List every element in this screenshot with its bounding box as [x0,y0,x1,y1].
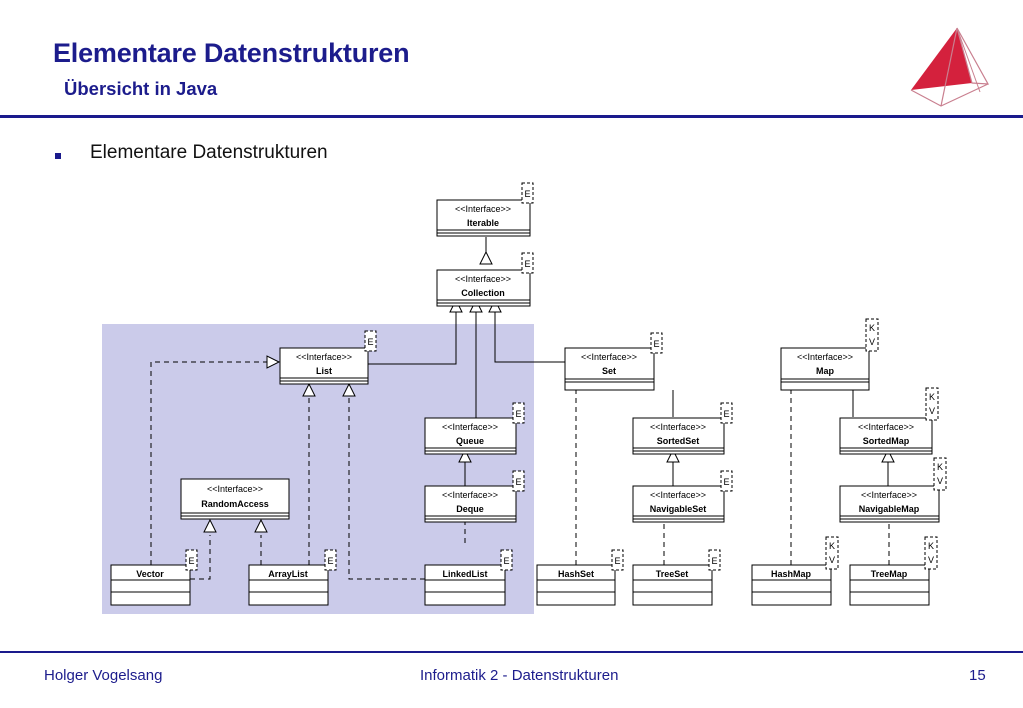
svg-text:TreeMap: TreeMap [871,569,908,579]
svg-text:<<Interface>>: <<Interface>> [455,274,511,284]
svg-text:<<Interface>>: <<Interface>> [207,484,263,494]
svg-text:NavigableSet: NavigableSet [650,504,707,514]
svg-text:SortedMap: SortedMap [863,436,910,446]
svg-text:K: K [929,392,935,402]
footer-course: Informatik 2 - Datenstrukturen [420,667,619,684]
svg-text:V: V [929,406,935,416]
svg-text:<<Interface>>: <<Interface>> [650,422,706,432]
svg-text:E: E [515,477,521,487]
svg-text:E: E [711,556,717,566]
svg-text:Queue: Queue [456,436,484,446]
interface-map: <<Interface>> Map K V [780,318,879,391]
svg-text:SortedSet: SortedSet [657,436,700,446]
svg-text:<<Interface>>: <<Interface>> [858,422,914,432]
interface-navigable-map: <<Interface>> NavigableMap K V [839,457,947,523]
header-divider [0,115,1023,118]
svg-text:E: E [653,339,659,349]
interface-sorted-map: <<Interface>> SortedMap K V [839,387,939,455]
svg-text:V: V [829,555,835,565]
university-logo-icon [910,27,990,107]
svg-text:Set: Set [602,366,616,376]
svg-text:E: E [503,556,509,566]
interface-sorted-set: <<Interface>> SortedSet E [632,402,733,455]
bullet-marker [55,153,61,159]
svg-text:RandomAccess: RandomAccess [201,499,269,509]
svg-text:List: List [316,366,332,376]
svg-text:HashMap: HashMap [771,569,812,579]
svg-text:K: K [829,541,835,551]
svg-text:<<Interface>>: <<Interface>> [442,422,498,432]
interface-set: <<Interface>> Set E [564,332,663,391]
svg-text:E: E [723,477,729,487]
interface-deque: <<Interface>> Deque E [424,470,525,523]
svg-text:Vector: Vector [136,569,164,579]
svg-text:E: E [367,337,373,347]
svg-text:Deque: Deque [456,504,484,514]
svg-text:V: V [937,476,943,486]
svg-text:V: V [869,337,875,347]
footer-divider [0,651,1023,653]
class-linked-list: LinkedList E [424,549,513,606]
svg-text:E: E [524,189,530,199]
svg-text:NavigableMap: NavigableMap [859,504,920,514]
svg-text:<<Interface>>: <<Interface>> [797,352,853,362]
svg-text:E: E [188,556,194,566]
interface-queue: <<Interface>> Queue E [424,402,525,455]
svg-text:<<Interface>>: <<Interface>> [296,352,352,362]
svg-text:V: V [928,555,934,565]
interface-iterable: <<Interface>> Iterable E [436,182,534,237]
interface-collection: <<Interface>> Collection E [436,252,534,307]
svg-text:K: K [937,462,943,472]
class-vector: Vector E [110,549,198,606]
svg-text:K: K [869,323,875,333]
svg-text:E: E [723,409,729,419]
slide-title: Elementare Datenstrukturen [53,38,410,68]
class-array-list: ArrayList E [248,549,337,606]
svg-text:<<Interface>>: <<Interface>> [861,490,917,500]
svg-text:E: E [614,556,620,566]
interface-list: <<Interface>> List E [279,330,377,385]
svg-text:<<Interface>>: <<Interface>> [442,490,498,500]
svg-text:<<Interface>>: <<Interface>> [650,490,706,500]
svg-text:K: K [928,541,934,551]
svg-text:TreeSet: TreeSet [656,569,689,579]
svg-text:E: E [524,259,530,269]
svg-text:ArrayList: ArrayList [268,569,308,579]
svg-text:E: E [515,409,521,419]
class-hash-map: HashMap K V [751,536,839,606]
footer-page-number: 15 [969,667,986,684]
svg-text:E: E [327,556,333,566]
svg-text:<<Interface>>: <<Interface>> [581,352,637,362]
class-tree-set: TreeSet E [632,549,721,606]
interface-random-access: <<Interface>> RandomAccess [180,478,290,520]
svg-text:Collection: Collection [461,288,505,298]
bullet-text: Elementare Datenstrukturen [90,142,328,163]
svg-text:Iterable: Iterable [467,218,499,228]
class-hash-set: HashSet E [536,549,624,606]
svg-text:<<Interface>>: <<Interface>> [455,204,511,214]
interface-navigable-set: <<Interface>> NavigableSet E [632,470,733,523]
class-tree-map: TreeMap K V [849,536,938,606]
svg-text:HashSet: HashSet [558,569,594,579]
footer-author: Holger Vogelsang [44,667,163,684]
slide-subtitle: Übersicht in Java [64,78,218,99]
svg-text:Map: Map [816,366,835,376]
svg-text:LinkedList: LinkedList [442,569,487,579]
